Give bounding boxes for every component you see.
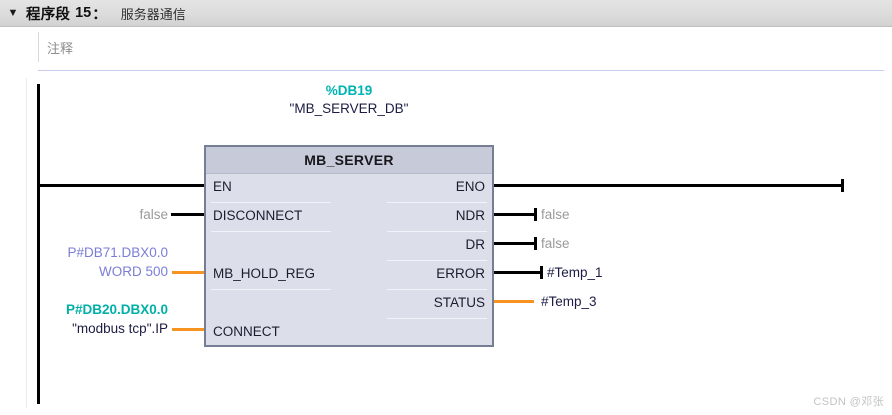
wire-status <box>492 300 534 303</box>
block-row-en-eno: EN ENO <box>206 174 492 203</box>
operand-connect-pointer[interactable]: P#DB20.DBX0.0 <box>65 302 168 317</box>
wire-en-rung <box>38 184 206 187</box>
pin-error[interactable]: ERROR <box>436 266 485 281</box>
wire-disconnect <box>171 213 206 216</box>
operand-dr[interactable]: false <box>541 236 570 251</box>
row-underline <box>387 318 487 319</box>
function-block-mb-server[interactable]: MB_SERVER EN ENO DISCONNECT NDR DR MB_HO… <box>204 145 494 347</box>
network-number: 15 <box>75 5 92 21</box>
wire-dr <box>492 242 534 245</box>
pin-dr[interactable]: DR <box>465 237 486 252</box>
block-row-mb-hold-reg-error: MB_HOLD_REG ERROR <box>206 261 492 290</box>
wire-connect <box>172 328 206 331</box>
canvas-frame <box>26 78 882 408</box>
ladder-canvas: %DB19 "MB_SERVER_DB" MB_SERVER EN ENO DI… <box>0 72 892 415</box>
block-row-dr: DR <box>206 232 492 261</box>
operand-ndr[interactable]: false <box>541 207 570 222</box>
network-header-bar: ▼ 程序段 15 ： 服务器通信 <box>0 0 892 27</box>
pin-status[interactable]: STATUS <box>433 295 485 310</box>
comment-placeholder: 注释 <box>47 40 74 56</box>
pin-eno[interactable]: ENO <box>455 179 485 194</box>
operand-mb-hold-reg-length[interactable]: WORD 500 <box>98 264 168 279</box>
operand-mb-hold-reg-pointer[interactable]: P#DB71.DBX0.0 <box>67 245 168 260</box>
row-underline <box>387 260 487 261</box>
row-underline <box>211 289 331 290</box>
pin-mb-hold-reg[interactable]: MB_HOLD_REG <box>213 266 316 281</box>
pin-en[interactable]: EN <box>213 179 232 194</box>
watermark: CSDN @邓张 <box>813 396 884 408</box>
row-underline <box>387 231 487 232</box>
comment-input[interactable]: 注释 <box>38 32 858 62</box>
pin-connect[interactable]: CONNECT <box>213 324 280 339</box>
instance-db-name[interactable]: "MB_SERVER_DB" <box>289 101 409 116</box>
network-label: 程序段 <box>26 6 71 23</box>
wire-dr-terminal <box>534 237 537 250</box>
wire-mb-hold-reg <box>172 271 206 274</box>
row-underline <box>211 202 331 203</box>
row-underline <box>211 231 331 232</box>
operand-connect-symbol[interactable]: "modbus tcp".IP <box>72 321 168 336</box>
block-row-disconnect-ndr: DISCONNECT NDR <box>206 203 492 232</box>
comment-divider <box>38 70 884 71</box>
pin-disconnect[interactable]: DISCONNECT <box>213 208 303 223</box>
block-row-connect: CONNECT <box>206 319 492 348</box>
function-block-titlebar: MB_SERVER <box>206 147 492 174</box>
network-comment-strip: 注释 <box>0 27 892 71</box>
wire-error-terminal <box>540 266 543 279</box>
function-block-title: MB_SERVER <box>304 152 394 168</box>
network-title-text[interactable]: 服务器通信 <box>120 6 186 22</box>
wire-eno-terminal <box>841 179 844 192</box>
network-colon: ： <box>92 6 107 23</box>
wire-ndr <box>492 213 534 216</box>
operand-error[interactable]: #Temp_1 <box>547 265 603 280</box>
instance-db-header: %DB19 "MB_SERVER_DB" <box>204 82 494 118</box>
pin-ndr[interactable]: NDR <box>455 208 485 223</box>
instance-db-number[interactable]: %DB19 <box>325 83 373 98</box>
wire-eno <box>492 184 841 187</box>
wire-error <box>492 271 540 274</box>
operand-status[interactable]: #Temp_3 <box>541 294 597 309</box>
operand-disconnect[interactable]: false <box>139 207 168 222</box>
power-rail[interactable] <box>37 84 40 404</box>
block-row-status: STATUS <box>206 290 492 319</box>
row-underline <box>387 289 487 290</box>
collapse-triangle-icon[interactable]: ▼ <box>7 6 19 19</box>
row-underline <box>387 202 487 203</box>
wire-ndr-terminal <box>534 208 537 221</box>
